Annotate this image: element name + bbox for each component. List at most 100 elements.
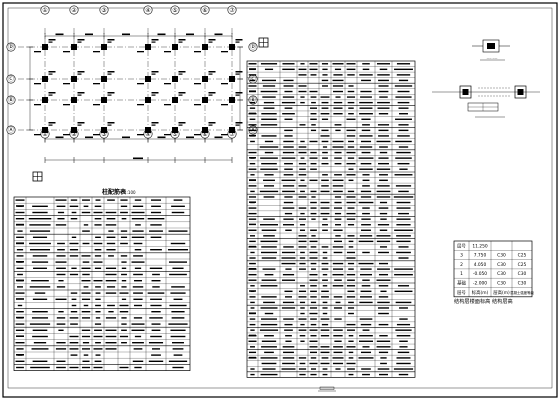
title-block-mark [318,386,336,392]
section-detail-2 [432,85,540,99]
column-2-1 [63,39,85,53]
svg-text:①: ① [42,7,47,14]
axis-right-2: Ⓒ [248,74,258,84]
svg-text:Ⓐ: Ⓐ [8,126,14,134]
grade-table-cell: C30 [518,280,527,286]
column-7-2 [221,71,243,85]
right-legend-box [258,37,269,48]
grade-table-cell: 层高(m) [493,289,510,296]
svg-text:②: ② [71,7,77,14]
left-table-scale: 1:100 [124,190,136,195]
axis-left-2: Ⓒ [6,74,16,84]
column-3-1 [93,39,115,53]
column-schedule-left: 柱配筋表 1:100 [13,188,191,371]
svg-text:Ⓓ: Ⓓ [8,43,14,51]
svg-text:⑦: ⑦ [229,7,235,14]
grade-table-cell: -0.050 [473,271,487,277]
column-1-2 [34,71,56,85]
column-5-1 [164,39,186,53]
grade-table-cell: C30 [497,253,506,259]
axis-top-5: ⑤ [170,5,180,15]
svg-text:⑥: ⑥ [202,131,207,138]
svg-text:—— ——: —— —— [487,57,498,60]
svg-text:⑦: ⑦ [229,131,235,138]
svg-text:Ⓓ: Ⓓ [250,43,256,51]
svg-text:④: ④ [145,7,150,14]
section-detail-3 [467,102,505,118]
left-table-cells [15,199,189,369]
grade-table-cell: 标高(m) [472,289,489,296]
column-3-2 [93,71,115,85]
column-6-2 [194,71,216,85]
column-5-3 [164,92,186,106]
grade-table-cell: C30 [497,280,506,286]
axis-left-3: Ⓑ [6,95,16,105]
column-4-3 [137,92,159,106]
svg-text:⑤: ⑤ [172,7,177,14]
column-2-3 [63,92,85,106]
column-7-1 [221,39,243,53]
column-6-1 [194,39,216,53]
column-3-3 [93,92,115,106]
grade-table-caption: 结构层楼面标高 结构层高 [454,297,513,305]
column-layout-plan: ①②③④⑤⑥⑦①②③④⑤⑥⑦ⒹⒸⒷⒶⒹⒸⒷⒶ [6,5,258,163]
axis-top-6: ⑥ [200,5,210,15]
svg-text:③: ③ [101,131,106,138]
axis-left-4: Ⓐ [6,125,16,135]
grade-table-cell: 11.250 [472,243,488,249]
grade-table-cell: 混凝土强度等级 [510,290,534,295]
grade-table-cell: C25 [518,253,527,259]
column-6-3 [194,92,216,106]
axis-left-1: Ⓓ [6,42,16,52]
grade-table-cell: 层号 [457,290,466,296]
column-1-1 [34,39,56,53]
svg-text:Ⓑ: Ⓑ [250,96,256,104]
grade-table-cell: 基础 [457,279,466,286]
axis-top-4: ④ [143,5,153,15]
svg-text:⑤: ⑤ [172,131,177,138]
svg-text:⑥: ⑥ [202,7,207,14]
grade-table-cell: -2.000 [473,280,487,286]
column-2-2 [63,71,85,85]
right-table-cells [248,63,414,376]
grade-table-cell: 7.750 [474,253,487,259]
column-3-4 [93,122,115,136]
sheet-border [2,2,558,398]
grade-table-cell: 2 [460,262,463,268]
column-7-3 [221,92,243,106]
svg-text:②: ② [71,131,77,138]
axis-right-1: Ⓓ [248,42,258,52]
column-1-4 [34,122,56,136]
axis-top-7: ⑦ [227,5,237,15]
column-6-4 [194,122,216,136]
column-schedule-right [246,60,416,378]
grade-table-cell: 4.050 [474,262,487,268]
plan-legend-box [32,171,43,182]
column-4-2 [137,71,159,85]
section-details: —— —— [432,39,540,118]
column-5-2 [164,71,186,85]
svg-text:③: ③ [101,7,106,14]
grade-table-cell: C30 [497,271,506,277]
axis-top-2: ② [69,5,79,15]
grade-table-cell: 层号 [457,243,466,249]
grade-table-cell: C30 [497,262,506,268]
axis-top-3: ③ [99,5,109,15]
left-table-title: 柱配筋表 [102,188,127,196]
grade-table-cell: C30 [518,271,527,277]
axis-top-1: ① [40,5,50,15]
svg-text:Ⓑ: Ⓑ [8,96,14,104]
grade-table-cell: 3 [460,253,463,259]
column-4-1 [137,39,159,53]
column-7-4 [221,122,243,136]
svg-text:④: ④ [145,131,150,138]
grade-table-cell: C25 [518,262,527,268]
column-4-4 [137,122,159,136]
svg-text:①: ① [42,131,47,138]
grade-table-cell: 1 [460,271,463,277]
svg-text:Ⓒ: Ⓒ [8,75,14,83]
column-2-4 [63,122,85,136]
